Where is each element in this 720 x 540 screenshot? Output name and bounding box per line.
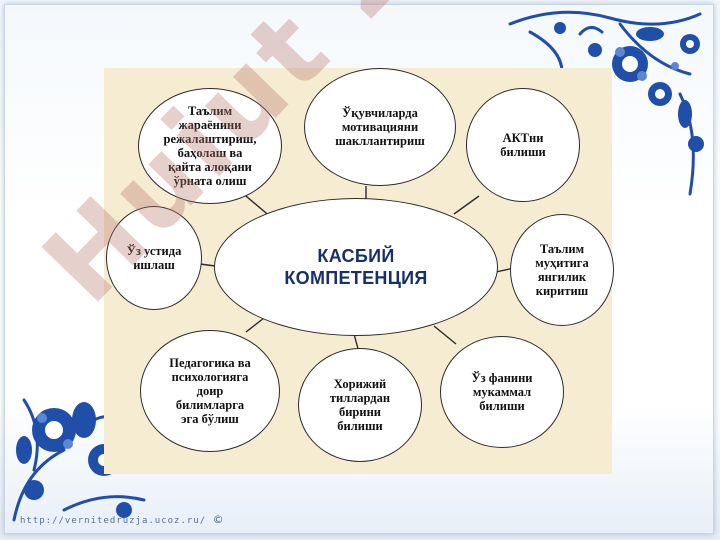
node-innovation-label: Таълим муҳитига янгилик киритиш bbox=[535, 242, 589, 298]
node-foreign-language-label: Хорижий тиллардан бирини билиши bbox=[329, 377, 391, 433]
node-subject-mastery: Ўз фанини мукаммал билиши bbox=[440, 336, 564, 448]
node-planning-assessment: Таълим жараёнини режалаштириш, баҳолаш в… bbox=[138, 88, 282, 204]
node-self-improvement: Ўз устида ишлаш bbox=[106, 206, 202, 310]
node-planning-assessment-label: Таълим жараёнини режалаштириш, баҳолаш в… bbox=[163, 104, 257, 188]
node-pedagogy-psychology: Педагогика ва психологияга доир билимлар… bbox=[140, 330, 280, 452]
node-pedagogy-psychology-label: Педагогика ва психологияга доир билимлар… bbox=[169, 356, 251, 426]
node-student-motivation: Ўқувчиларда мотивацияни шакллантириш bbox=[304, 68, 456, 186]
node-subject-mastery-label: Ўз фанини мукаммал билиши bbox=[471, 371, 533, 413]
node-ict-knowledge: АКТни билиши bbox=[466, 88, 580, 202]
slide-frame bbox=[4, 4, 714, 534]
node-innovation: Таълим муҳитига янгилик киритиш bbox=[510, 214, 614, 326]
footer-url-text[interactable]: http://vernitedruzja.ucoz.ru/ bbox=[20, 516, 207, 526]
center-node-professional-competence: КАСБИЙ КОМПЕТЕНЦИЯ bbox=[214, 198, 498, 336]
diagram-panel: Таълим жараёнини режалаштириш, баҳолаш в… bbox=[104, 68, 614, 474]
node-ict-knowledge-label: АКТни билиши bbox=[500, 131, 546, 159]
copyright-symbol: © bbox=[212, 513, 225, 526]
footer-url[interactable]: http://vernitedruzja.ucoz.ru/ © bbox=[20, 513, 225, 526]
node-student-motivation-label: Ўқувчиларда мотивацияни шакллантириш bbox=[335, 106, 425, 148]
center-node-title: КАСБИЙ КОМПЕТЕНЦИЯ bbox=[284, 246, 428, 288]
node-self-improvement-label: Ўз устида ишлаш bbox=[126, 244, 182, 272]
floral-ornament-top-right-icon bbox=[508, 10, 704, 196]
node-foreign-language: Хорижий тиллардан бирини билиши bbox=[298, 348, 422, 462]
